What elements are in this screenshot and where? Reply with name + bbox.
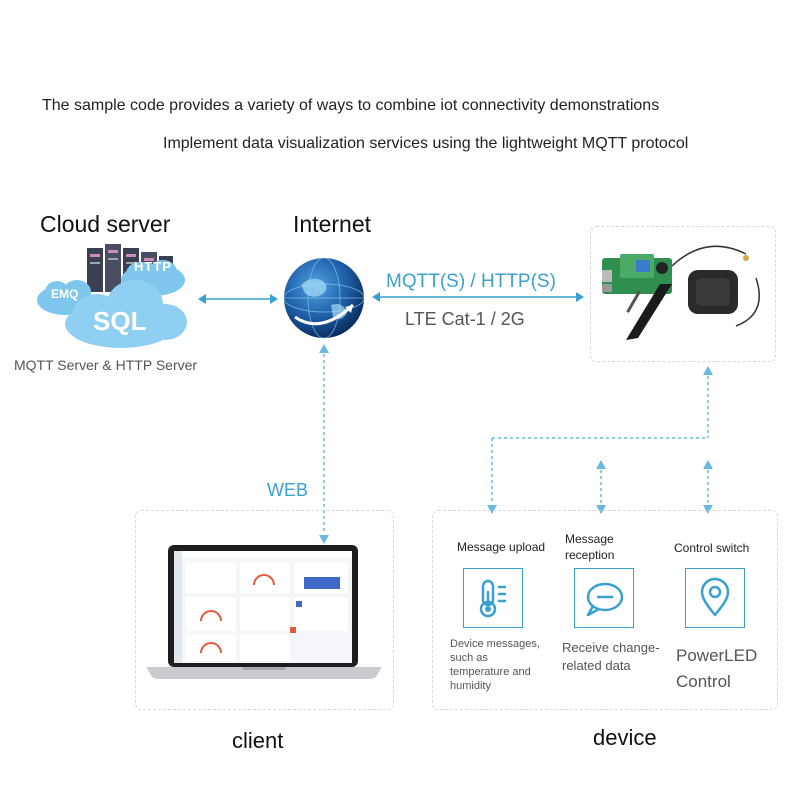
device-features-box: [432, 510, 778, 710]
location-pin-icon: [700, 577, 730, 617]
feature-desc-message-reception: Receive change-related data: [562, 640, 660, 673]
cloud-server-title: Cloud server: [40, 211, 171, 237]
cloud-internet-arrow: [198, 294, 278, 304]
laptop-illustration: [146, 543, 382, 683]
web-dashed-arrow: [319, 344, 329, 544]
network-label: LTE Cat-1 / 2G: [405, 309, 525, 329]
thermometer-icon: [479, 579, 506, 618]
http-cloud-label: HTTP: [134, 259, 172, 274]
feature-title-message-upload: Message upload: [457, 540, 546, 554]
server-rack-icon: [37, 244, 187, 348]
cloud-server-caption: MQTT Server & HTTP Server: [14, 357, 198, 373]
device-title: device: [593, 725, 657, 750]
feature-card-control-switch[interactable]: [685, 568, 745, 628]
headline-line-1: The sample code provides a variety of wa…: [42, 97, 660, 114]
feature-title-message-reception: Message reception: [565, 532, 615, 562]
feature-desc-control-switch: PowerLED Control: [676, 646, 758, 691]
protocol-label: MQTT(S) / HTTP(S): [386, 271, 556, 292]
feature-desc-message-upload: Device messages, such as temperature and…: [450, 638, 540, 692]
feature-card-message-reception[interactable]: [574, 568, 634, 628]
client-title: client: [232, 728, 284, 753]
cloud-server-illustration: HTTP EMQ SQL: [35, 242, 195, 352]
internet-device-arrow: [372, 292, 584, 302]
sql-cloud-label: SQL: [93, 306, 147, 336]
web-label: WEB: [267, 480, 309, 500]
client-box: [135, 510, 394, 710]
headline-line-2: Implement data visualization services us…: [163, 135, 689, 152]
feature-card-message-upload[interactable]: [463, 568, 523, 628]
device-bus-connectors: [487, 366, 713, 514]
device-hardware-box: [590, 226, 776, 362]
device-board-illustration: [596, 234, 768, 354]
globe-icon: [281, 255, 367, 341]
feature-title-control-switch: Control switch: [674, 541, 750, 555]
emq-cloud-label: EMQ: [51, 287, 79, 301]
internet-title: Internet: [293, 211, 371, 237]
chat-bubble-icon: [586, 582, 624, 617]
